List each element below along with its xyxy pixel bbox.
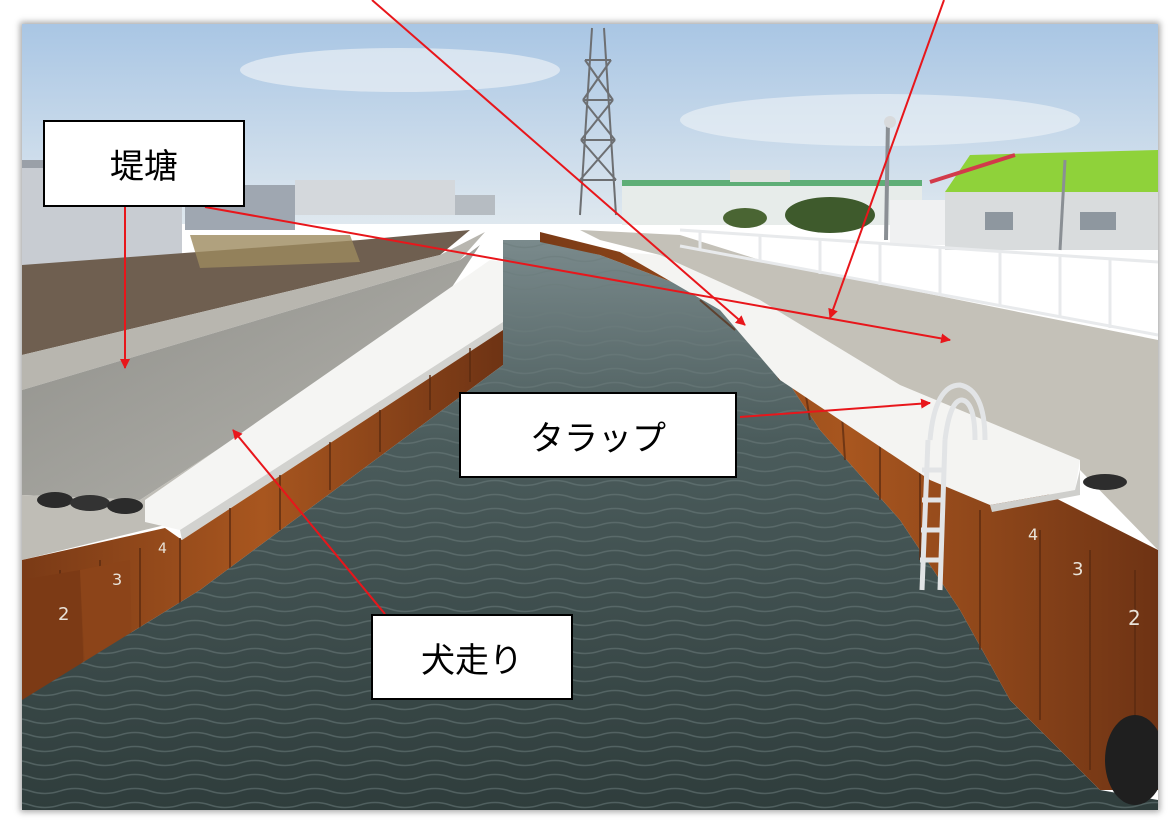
ladder-label: タラップ (459, 392, 737, 478)
right-factory (622, 180, 922, 225)
embankment-label-text: 堤塘 (110, 147, 178, 187)
right-sheet-piles (540, 232, 1158, 790)
green-roof-building (945, 190, 1158, 250)
svg-text:2: 2 (58, 604, 69, 625)
berm-label-text: 犬走り (421, 640, 523, 681)
svg-text:4: 4 (158, 541, 167, 557)
svg-text:2: 2 (1128, 606, 1141, 630)
ladder (919, 382, 988, 591)
berm-label: 犬走り (371, 614, 573, 700)
svg-text:3: 3 (112, 570, 122, 589)
embankment-label: 堤塘 (43, 120, 245, 207)
ladder-label-text: タラップ (530, 418, 666, 459)
svg-text:3: 3 (1072, 559, 1083, 580)
svg-text:4: 4 (1028, 525, 1038, 544)
